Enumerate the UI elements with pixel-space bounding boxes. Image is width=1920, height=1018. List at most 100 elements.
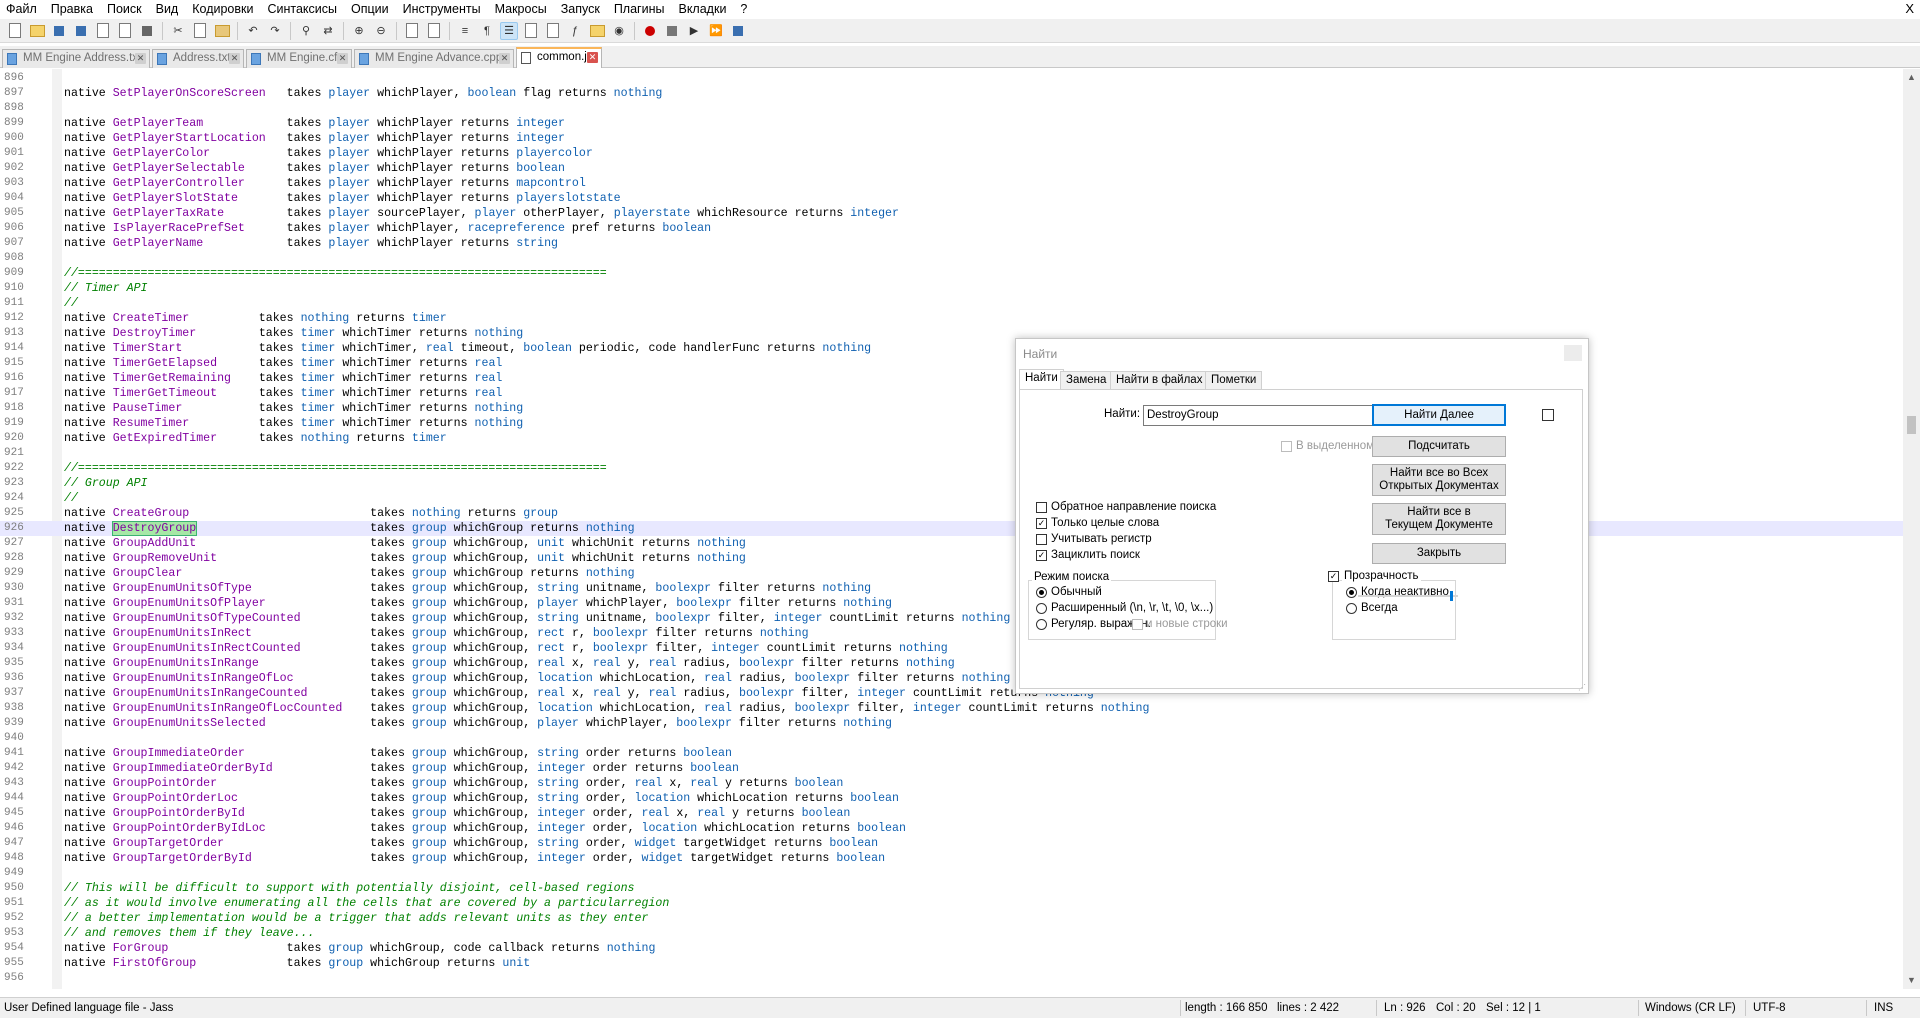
menu-help[interactable]: ?: [740, 2, 748, 16]
code-line[interactable]: 911//: [0, 296, 1903, 311]
tab-find[interactable]: Найти: [1019, 369, 1064, 390]
paste-icon[interactable]: [213, 22, 231, 40]
run-macro-multiple-icon[interactable]: ⏩: [709, 25, 723, 37]
scroll-down-icon[interactable]: ▼: [1907, 975, 1916, 985]
save-icon[interactable]: [50, 22, 68, 40]
find-all-in-current-button[interactable]: Найти все в Текущем Документе: [1372, 503, 1506, 535]
transparency-slider[interactable]: [1358, 591, 1458, 601]
wrap-around-checkbox[interactable]: ✓: [1036, 550, 1047, 561]
tab-mm-engine-advance[interactable]: MM Engine Advance.cpp ✕: [354, 49, 514, 68]
menu-edit[interactable]: Правка: [50, 2, 93, 16]
resize-grip-icon[interactable]: ⋰: [1578, 683, 1586, 692]
close-icon[interactable]: ✕: [135, 53, 146, 64]
close-icon[interactable]: ✕: [499, 53, 510, 64]
close-button[interactable]: Закрыть: [1372, 543, 1506, 564]
play-macro-icon[interactable]: ▶: [689, 25, 699, 37]
code-line[interactable]: 910// Timer API: [0, 281, 1903, 296]
show-all-chars-icon[interactable]: ¶: [484, 24, 490, 37]
code-line[interactable]: 909//===================================…: [0, 266, 1903, 281]
record-macro-icon[interactable]: [641, 22, 659, 40]
code-line[interactable]: 923// Group API: [0, 476, 1903, 491]
code-line[interactable]: 908: [0, 251, 1903, 266]
menu-macro[interactable]: Макросы: [494, 2, 547, 16]
dialog-close-button[interactable]: [1564, 345, 1582, 361]
transparency-checkbox[interactable]: ✓: [1328, 571, 1339, 582]
zoom-in-icon[interactable]: ⊕: [354, 25, 364, 37]
sync-horizontal-icon[interactable]: [425, 22, 443, 40]
tab-address[interactable]: Address.txt ✕: [152, 49, 244, 68]
save-all-icon[interactable]: [72, 22, 90, 40]
code-line[interactable]: 950// This will be difficult to support …: [0, 881, 1903, 896]
whole-word-checkbox[interactable]: ✓: [1036, 518, 1047, 529]
indent-guide-icon[interactable]: ☰: [500, 21, 518, 40]
print-icon[interactable]: [138, 22, 156, 40]
menu-plugins[interactable]: Плагины: [613, 2, 665, 16]
code-line[interactable]: 953// and removes them if they leave...: [0, 926, 1903, 941]
code-line[interactable]: 922//===================================…: [0, 461, 1903, 476]
find-icon[interactable]: ⚲: [301, 25, 311, 37]
save-macro-icon[interactable]: [729, 22, 747, 40]
mode-regex-radio[interactable]: [1036, 619, 1047, 630]
mode-normal-radio[interactable]: [1036, 587, 1047, 598]
menu-tools[interactable]: Инструменты: [402, 2, 481, 16]
find-what-combo[interactable]: DestroyGroup ▼: [1143, 405, 1410, 426]
folder-workspace-icon[interactable]: [588, 22, 606, 40]
tab-mark[interactable]: Пометки: [1205, 371, 1263, 389]
tab-mm-engine-cfg[interactable]: MM Engine.cfg ✕: [246, 49, 352, 68]
code-line[interactable]: 940: [0, 731, 1903, 746]
code-line[interactable]: 956: [0, 971, 1903, 986]
code-line[interactable]: 896: [0, 71, 1903, 86]
monitor-icon[interactable]: ◉: [614, 25, 624, 37]
code-line[interactable]: 898: [0, 101, 1903, 116]
menu-file[interactable]: Файл: [6, 2, 37, 16]
cut-icon[interactable]: ✂: [173, 25, 183, 37]
tab-common-j[interactable]: common.j ✕: [516, 47, 602, 68]
menu-run[interactable]: Запуск: [560, 2, 600, 16]
undo-icon[interactable]: ↶: [248, 25, 258, 37]
tab-replace[interactable]: Замена: [1060, 371, 1113, 389]
new-file-icon[interactable]: [6, 22, 24, 40]
tab-mm-engine-address[interactable]: MM Engine Address.txt ✕: [2, 49, 150, 68]
count-button[interactable]: Подсчитать: [1372, 436, 1506, 457]
close-icon[interactable]: ✕: [337, 53, 348, 64]
code-line[interactable]: 951// as it would involve enumerating al…: [0, 896, 1903, 911]
code-line[interactable]: 921: [0, 446, 1903, 461]
menu-settings[interactable]: Опции: [351, 2, 389, 16]
code-line[interactable]: 924//: [0, 491, 1903, 506]
match-case-checkbox[interactable]: [1036, 534, 1047, 545]
menu-view[interactable]: Вид: [155, 2, 179, 16]
open-file-icon[interactable]: [28, 22, 46, 40]
